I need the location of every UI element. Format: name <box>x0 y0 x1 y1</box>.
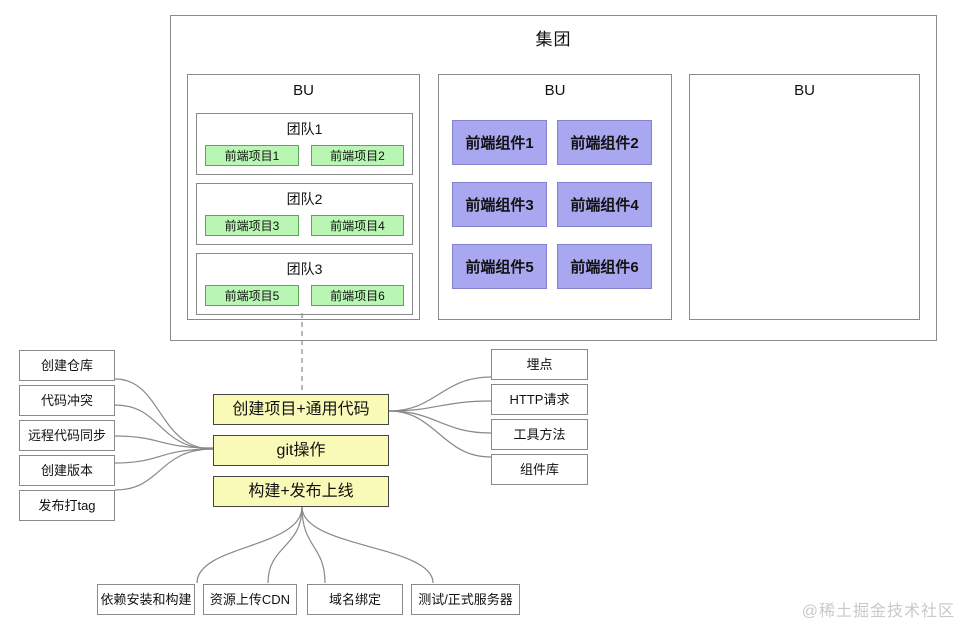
bu-title: BU <box>293 82 314 99</box>
project-node: 前端项目4 <box>311 215 404 236</box>
git-child-node: 远程代码同步 <box>19 420 115 451</box>
deploy-child-node: 测试/正式服务器 <box>411 584 520 615</box>
code-child-node: HTTP请求 <box>491 384 588 415</box>
code-child-node: 工具方法 <box>491 419 588 450</box>
component-node: 前端组件2 <box>557 120 652 165</box>
git-child-node: 创建仓库 <box>19 350 115 381</box>
edge-deploy-child-4 <box>301 506 434 584</box>
edge-code-child-4 <box>388 410 492 458</box>
flow-node-build-deploy: 构建+发布上线 <box>213 476 389 507</box>
team-title: 团队2 <box>286 191 323 207</box>
bu-box-2: BU <box>438 74 672 320</box>
project-node: 前端项目2 <box>311 145 404 166</box>
edge-git-child-2 <box>114 404 214 450</box>
bu-box-3: BU <box>689 74 920 320</box>
flow-node-git-ops: git操作 <box>213 435 389 466</box>
team-box-3: 团队3 前端项目5 前端项目6 <box>196 253 413 315</box>
bu-title: BU <box>544 82 566 99</box>
edge-deploy-child-1 <box>196 506 303 584</box>
team-box-2: 团队2 前端项目3 前端项目4 <box>196 183 413 245</box>
project-node: 前端项目5 <box>205 285 299 306</box>
git-child-node: 发布打tag <box>19 490 115 521</box>
project-node: 前端项目1 <box>205 145 299 166</box>
edge-git-child-4 <box>114 448 214 464</box>
deploy-child-node: 域名绑定 <box>307 584 403 615</box>
team-box-1: 团队1 前端项目1 前端项目2 <box>196 113 413 175</box>
team-title: 团队3 <box>286 261 323 277</box>
code-child-node: 埋点 <box>491 349 588 380</box>
edge-deploy-child-3 <box>301 506 326 584</box>
edge-code-child-2 <box>388 400 492 412</box>
watermark-text: @稀土掘金技术社区 <box>801 603 955 620</box>
bu-title: BU <box>794 82 815 99</box>
edge-git-child-3 <box>114 435 214 449</box>
code-child-node: 组件库 <box>491 454 588 485</box>
git-child-node: 创建版本 <box>19 455 115 486</box>
deploy-child-node: 资源上传CDN <box>203 584 297 615</box>
flow-node-create-project: 创建项目+通用代码 <box>213 394 389 425</box>
edge-git-child-5 <box>114 448 214 491</box>
edge-code-child-3 <box>388 410 492 434</box>
bu-box-1: BU <box>187 74 420 320</box>
team-title: 团队1 <box>286 121 323 137</box>
component-node: 前端组件1 <box>452 120 547 165</box>
project-node: 前端项目3 <box>205 215 299 236</box>
group-box: 集团 <box>170 15 937 341</box>
component-node: 前端组件6 <box>557 244 652 289</box>
component-node: 前端组件5 <box>452 244 547 289</box>
edge-deploy-child-2 <box>267 506 303 584</box>
component-node: 前端组件4 <box>557 182 652 227</box>
deploy-child-node: 依赖安装和构建 <box>97 584 195 615</box>
project-node: 前端项目6 <box>311 285 404 306</box>
component-node: 前端组件3 <box>452 182 547 227</box>
edge-git-child-1 <box>114 378 214 450</box>
edge-code-child-1 <box>388 376 492 412</box>
group-title: 集团 <box>535 30 572 49</box>
git-child-node: 代码冲突 <box>19 385 115 416</box>
